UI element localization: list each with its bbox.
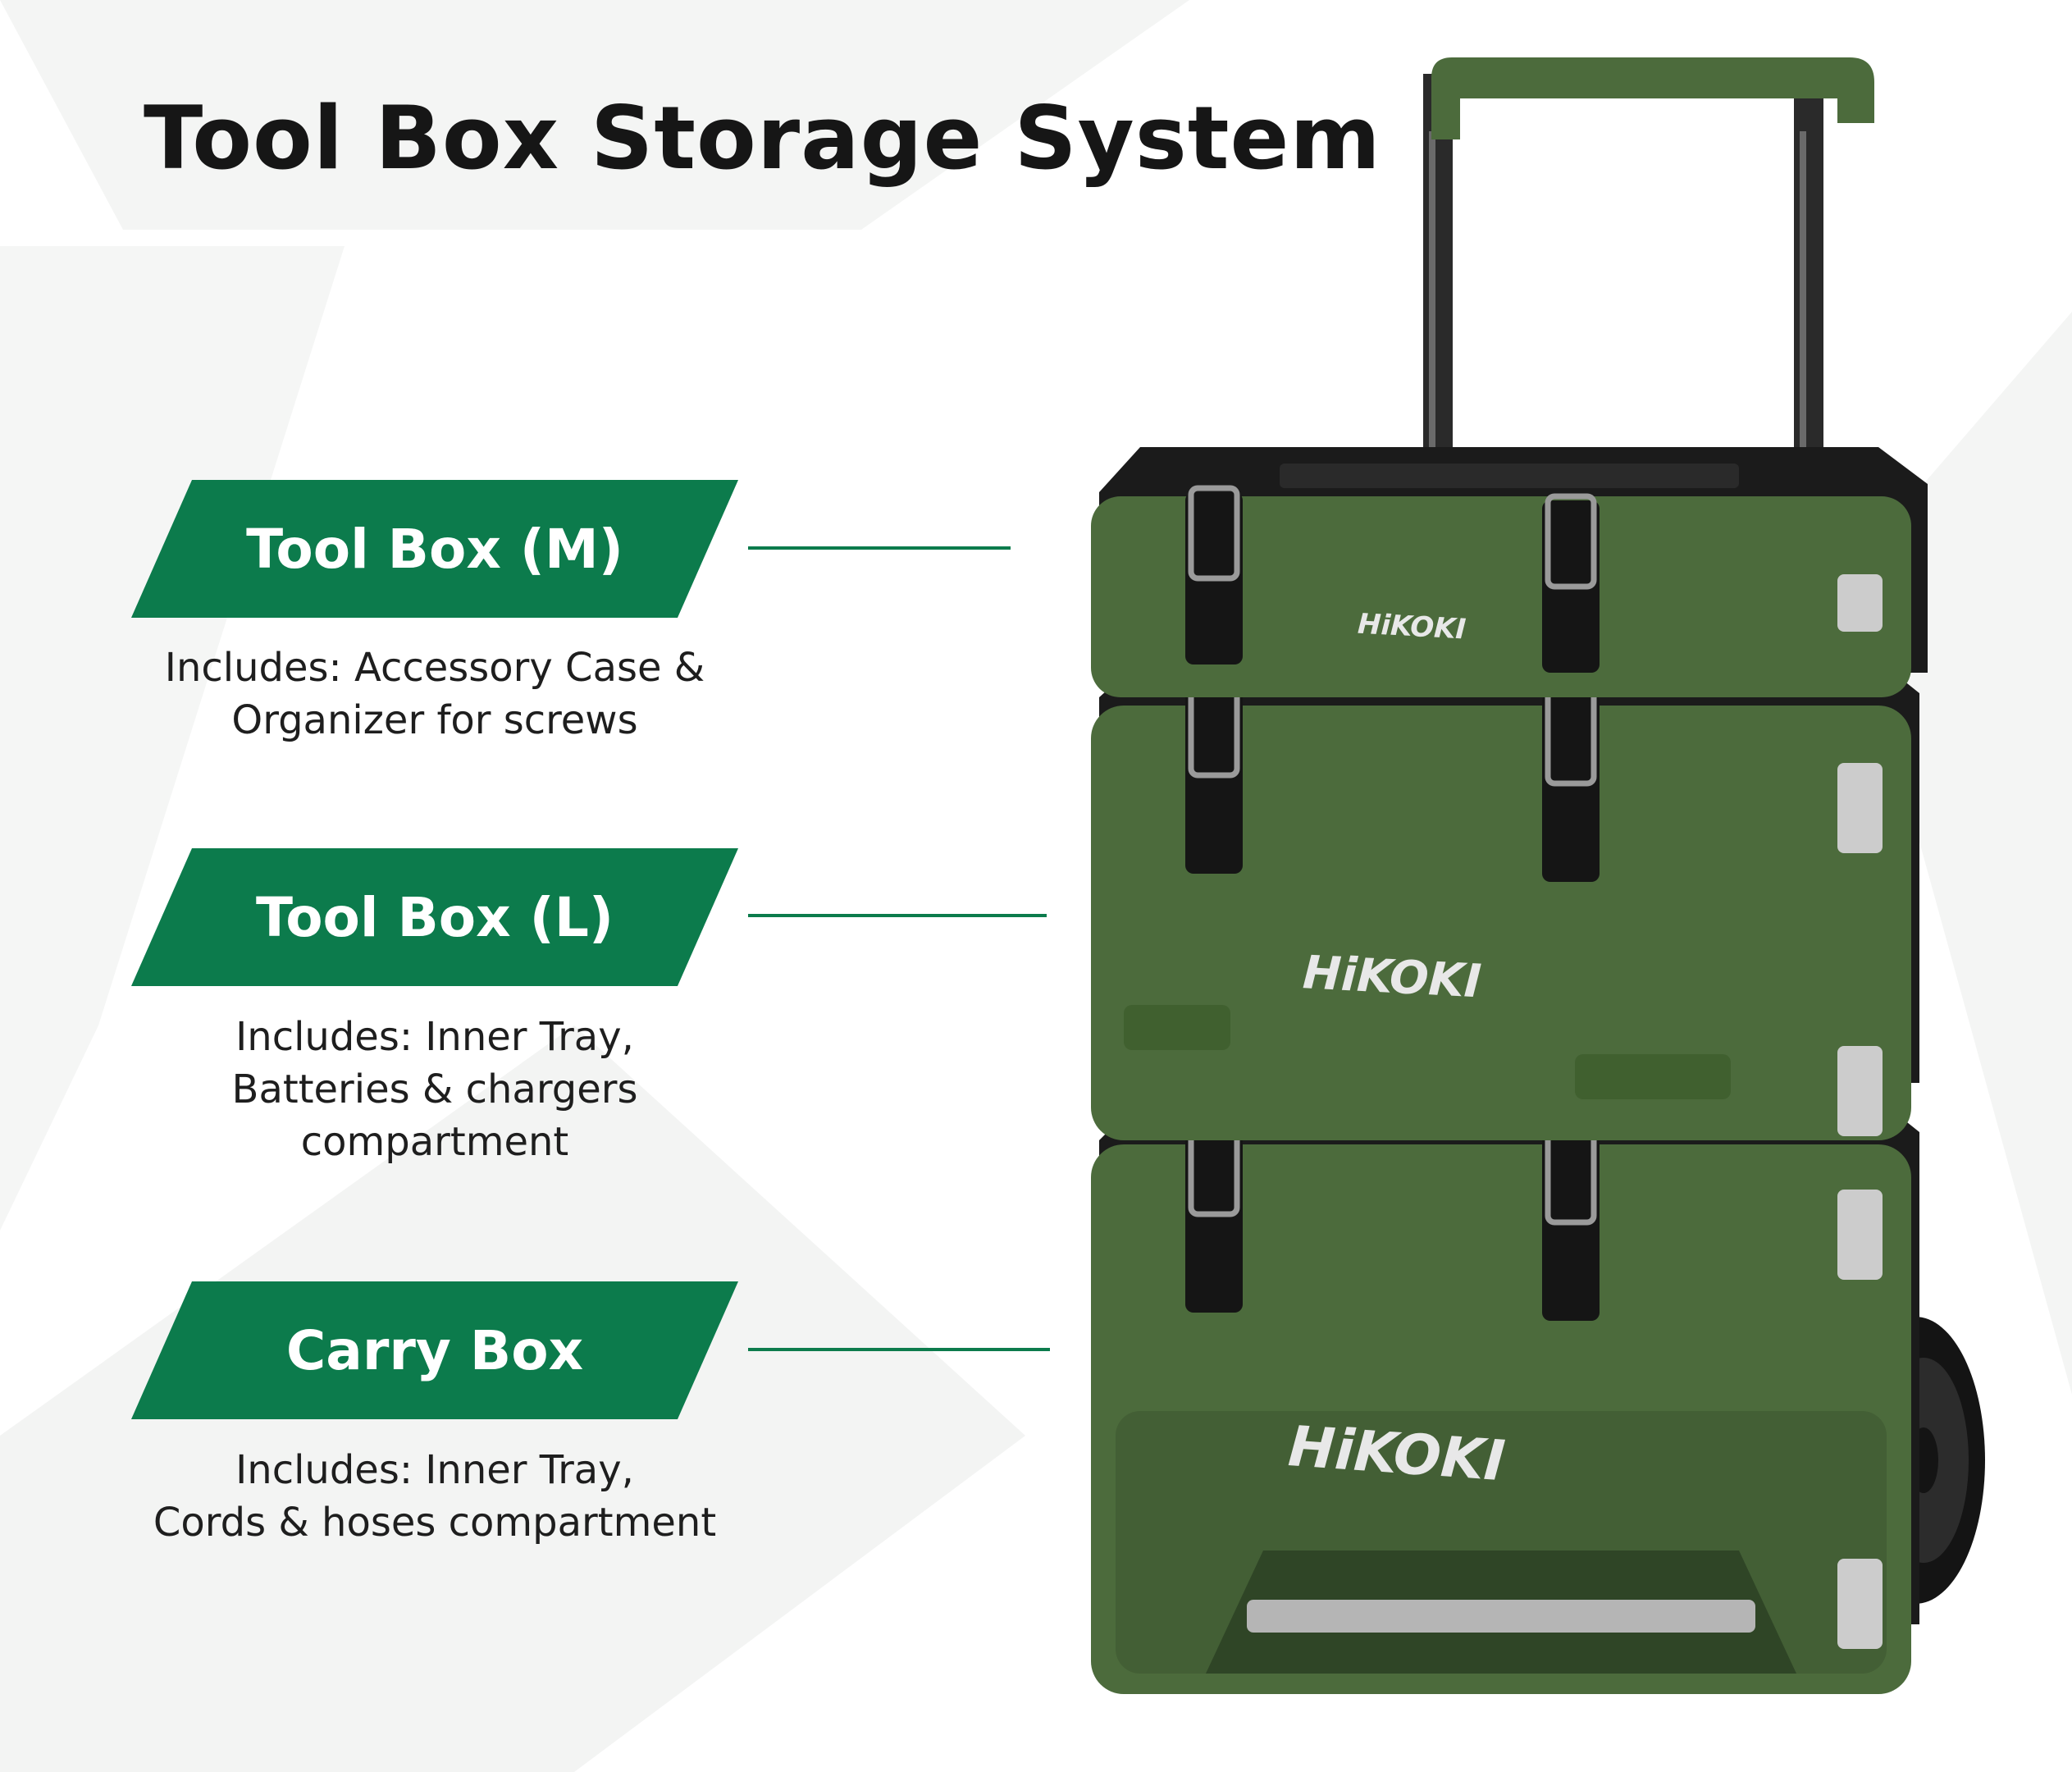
toolbox-stack-illustration: HiKOKI HiKOKI HiKOKI — [1091, 57, 1985, 1694]
telescopic-handle — [1423, 57, 1874, 459]
tool-box-m-illustration — [1091, 447, 1928, 697]
tool-box-l-description-line: Batteries & chargers — [231, 1066, 638, 1112]
tool-box-m-connector — [748, 546, 1011, 550]
tool-box-l-description-line: Includes: Inner Tray, — [235, 1014, 634, 1060]
carry-box-description: Includes: Inner Tray, Cords & hoses comp… — [131, 1444, 738, 1549]
tool-box-l-label: Tool Box (L) — [131, 848, 738, 986]
tool-box-m-description-line: Includes: Accessory Case & — [164, 645, 705, 691]
carry-box-description-line: Includes: Inner Tray, — [235, 1447, 634, 1493]
carry-box-label-text: Carry Box — [285, 1318, 584, 1382]
carry-box-illustration — [1091, 1099, 1919, 1694]
tool-box-m-label-text: Tool Box (M) — [246, 517, 623, 581]
tool-box-l-connector — [748, 914, 1047, 917]
carry-box-label: Carry Box — [131, 1281, 738, 1419]
brand-logo-m: HiKOKI — [1357, 608, 1467, 646]
tool-box-m-description-line: Organizer for screws — [231, 697, 638, 743]
tool-box-l-description-line: compartment — [300, 1119, 569, 1165]
tool-box-m-description: Includes: Accessory Case & Organizer for… — [131, 642, 738, 747]
carry-box-description-line: Cords & hoses compartment — [153, 1500, 717, 1546]
tool-box-l-label-text: Tool Box (L) — [255, 885, 614, 949]
carry-box-connector — [748, 1348, 1050, 1351]
brand-logo-carry: HiKOKI — [1286, 1414, 1507, 1494]
page-title: Tool Box Storage System — [144, 88, 1381, 189]
tool-box-l-description: Includes: Inner Tray, Batteries & charge… — [131, 1011, 738, 1168]
tool-box-l-illustration — [1091, 660, 1919, 1140]
brand-logo-l: HiKOKI — [1302, 946, 1483, 1008]
tool-box-m-label: Tool Box (M) — [131, 480, 738, 618]
